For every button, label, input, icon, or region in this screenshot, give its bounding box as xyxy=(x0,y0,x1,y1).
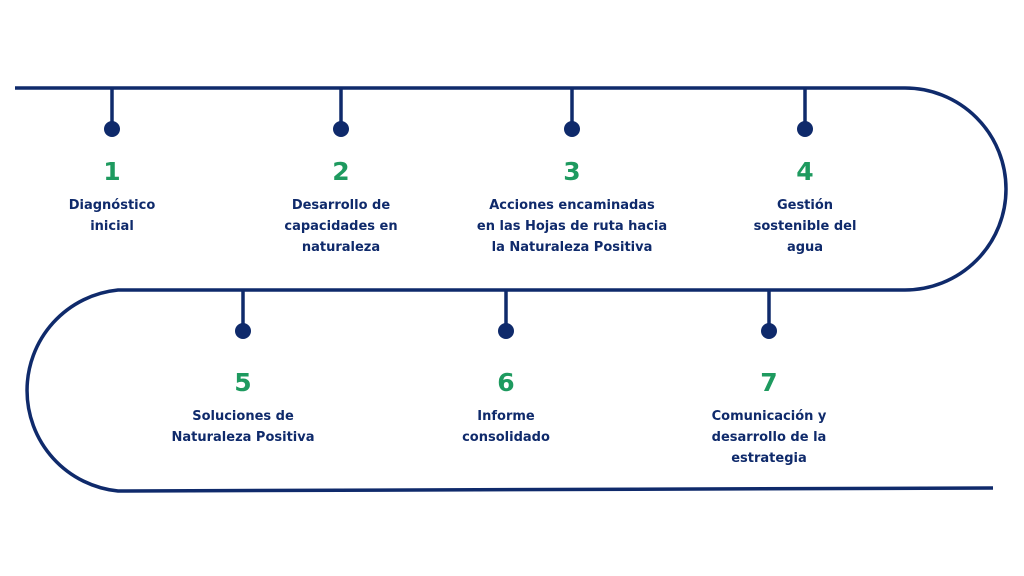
timeline-step-5: 5 Soluciones de Naturaleza Positiva xyxy=(133,369,353,448)
serpentine-timeline-path xyxy=(15,86,1008,493)
step-number-6: 6 xyxy=(497,368,515,397)
timeline-connector-3 xyxy=(564,88,580,137)
timeline-step-1: 1 Diagnóstico inicial xyxy=(2,158,222,237)
timeline-connector-5 xyxy=(235,290,251,339)
timeline-step-3: 3 Acciones encaminadas en las Hojas de r… xyxy=(452,158,692,258)
timeline-connector-2 xyxy=(333,88,349,137)
step-label-6: Informe consolidado xyxy=(462,409,550,445)
step-label-3: Acciones encaminadas en las Hojas de rut… xyxy=(476,198,668,255)
step-number-3: 3 xyxy=(563,157,581,186)
step-label-4: Gestión sostenible del agua xyxy=(753,198,857,255)
step-number-1: 1 xyxy=(103,157,121,186)
timeline-step-6: 6 Informe consolidado xyxy=(396,369,616,448)
timeline-connector-1 xyxy=(104,88,120,137)
step-number-7: 7 xyxy=(760,368,778,397)
step-label-7: Comunicación y desarrollo de la estrateg… xyxy=(711,409,827,466)
step-number-5: 5 xyxy=(234,368,252,397)
timeline-step-2: 2 Desarrollo de capacidades en naturalez… xyxy=(231,158,451,258)
step-label-1: Diagnóstico inicial xyxy=(68,198,156,234)
timeline-connector-4 xyxy=(797,88,813,137)
timeline-connector-6 xyxy=(498,290,514,339)
timeline-connector-7 xyxy=(761,290,777,339)
timeline-step-4: 4 Gestión sostenible del agua xyxy=(695,158,915,258)
step-label-5: Soluciones de Naturaleza Positiva xyxy=(171,409,315,445)
step-label-2: Desarrollo de capacidades en naturaleza xyxy=(284,198,398,255)
step-number-4: 4 xyxy=(796,157,814,186)
timeline-step-7: 7 Comunicación y desarrollo de la estrat… xyxy=(659,369,879,469)
step-number-2: 2 xyxy=(332,157,350,186)
